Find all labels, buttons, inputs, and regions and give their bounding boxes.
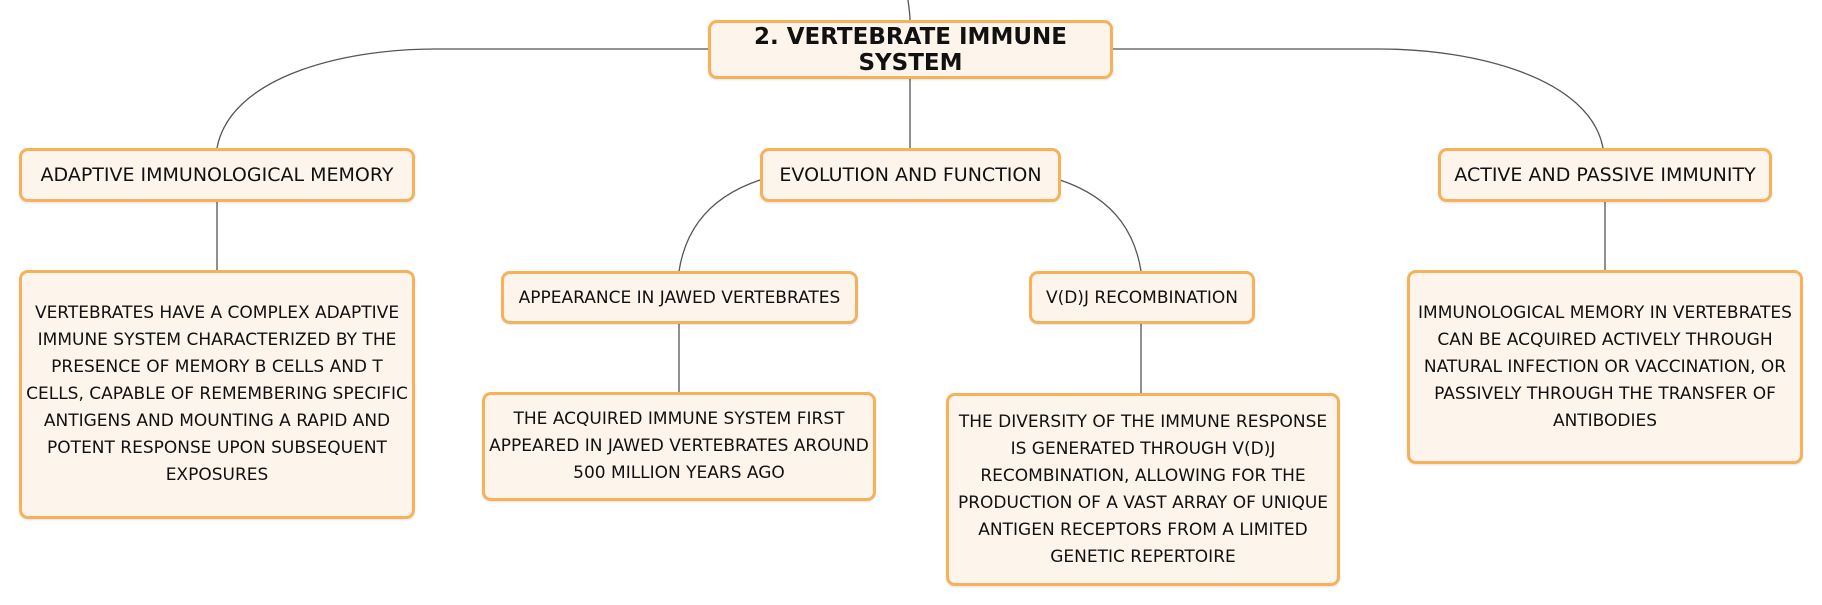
topic-node-adaptive-memory[interactable]: ADAPTIVE IMMUNOLOGICAL MEMORY — [19, 148, 415, 202]
root-label: 2. VERTEBRATE IMMUNE SYSTEM — [754, 23, 1067, 76]
connector-parent-to-root — [907, 0, 911, 21]
subtopic-label: V(D)J RECOMBINATION — [1045, 287, 1239, 308]
detail-node-active-passive-immunity[interactable]: IMMUNOLOGICAL MEMORY IN VERTEBRATES CAN … — [1407, 270, 1803, 464]
detail-text: VERTEBRATES HAVE A COMPLEX ADAPTIVE IMMU… — [26, 303, 408, 485]
detail-text: THE DIVERSITY OF THE IMMUNE RESPONSE IS … — [957, 411, 1329, 567]
detail-text: THE ACQUIRED IMMUNE SYSTEM FIRST APPEARE… — [489, 409, 869, 483]
connector-evolution-to-vdj — [1059, 179, 1142, 272]
topic-node-evolution-function[interactable]: EVOLUTION AND FUNCTION — [760, 148, 1061, 202]
connector-root-to-immunity — [1112, 48, 1604, 149]
topic-label: ADAPTIVE IMMUNOLOGICAL MEMORY — [40, 164, 394, 186]
topic-label: EVOLUTION AND FUNCTION — [779, 164, 1042, 186]
connector-root-to-memory — [216, 48, 708, 149]
subtopic-node-vdj-recombination[interactable]: V(D)J RECOMBINATION — [1029, 271, 1255, 324]
detail-text: IMMUNOLOGICAL MEMORY IN VERTEBRATES CAN … — [1418, 302, 1792, 431]
root-node[interactable]: 2. VERTEBRATE IMMUNE SYSTEM — [708, 20, 1113, 79]
connector-evolution-to-jawed — [678, 179, 761, 272]
subtopic-label: APPEARANCE IN JAWED VERTEBRATES — [518, 287, 841, 308]
detail-node-adaptive-memory[interactable]: VERTEBRATES HAVE A COMPLEX ADAPTIVE IMMU… — [19, 270, 415, 519]
topic-label: ACTIVE AND PASSIVE IMMUNITY — [1454, 164, 1756, 186]
detail-node-jawed-vertebrates[interactable]: THE ACQUIRED IMMUNE SYSTEM FIRST APPEARE… — [482, 392, 876, 501]
subtopic-node-jawed-vertebrates[interactable]: APPEARANCE IN JAWED VERTEBRATES — [501, 271, 858, 324]
topic-node-active-passive-immunity[interactable]: ACTIVE AND PASSIVE IMMUNITY — [1438, 148, 1772, 202]
detail-node-vdj-recombination[interactable]: THE DIVERSITY OF THE IMMUNE RESPONSE IS … — [946, 393, 1340, 586]
